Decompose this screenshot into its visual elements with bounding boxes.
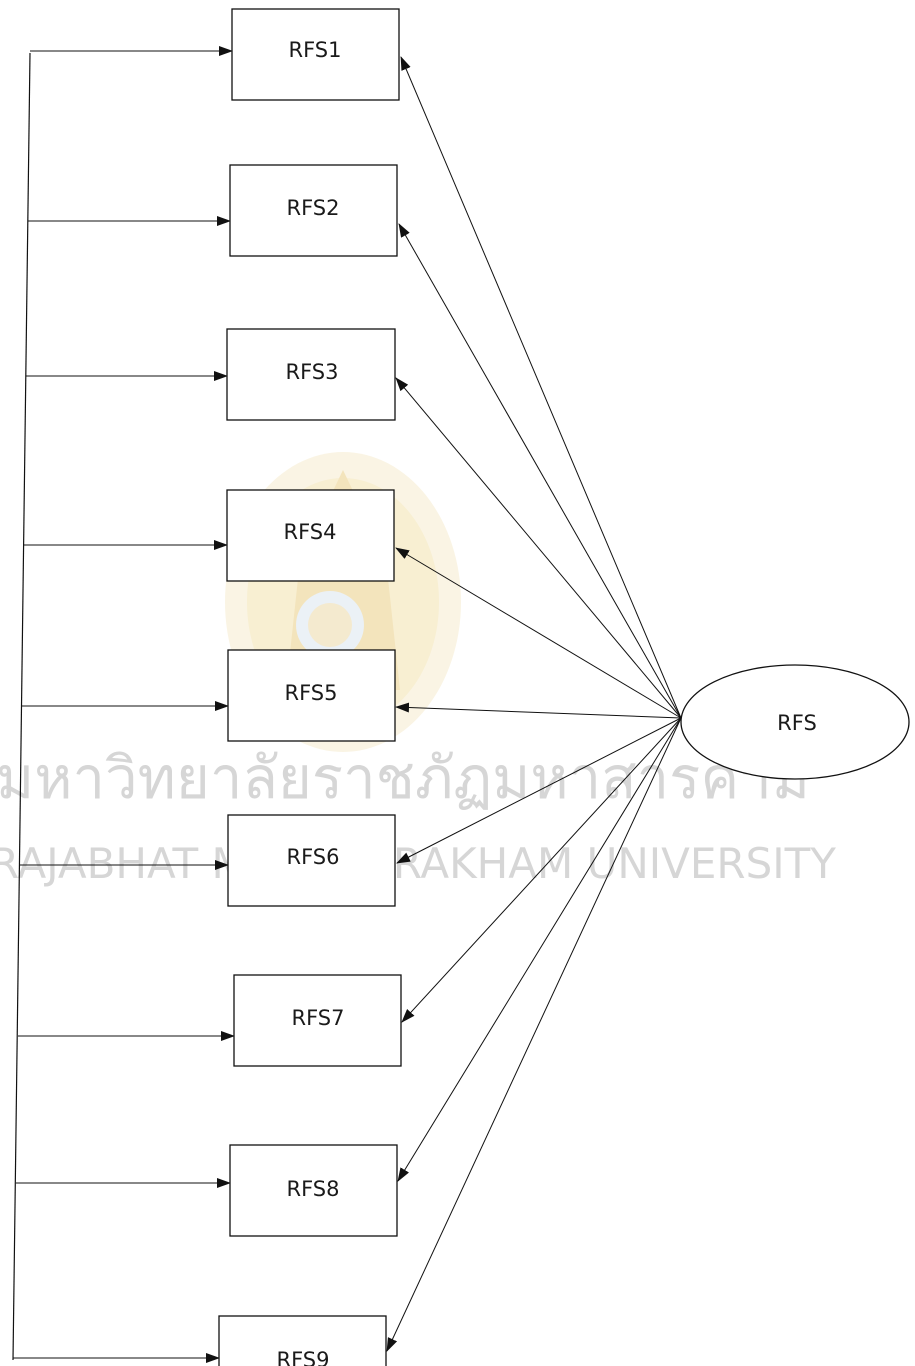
loading-arrow-rfs6: [396, 717, 682, 864]
error-bracket: [12, 52, 31, 1361]
indicator-label: RFS3: [286, 360, 339, 384]
latent-label: RFS: [777, 711, 817, 735]
loading-arrow-rfs7: [401, 717, 682, 1023]
indicator-rfs7: RFS7: [233, 974, 402, 1067]
indicator-label: RFS1: [289, 38, 342, 62]
loading-arrows: [386, 56, 682, 1352]
bracket-arrows: [13, 46, 235, 1363]
indicator-label: RFS2: [287, 196, 340, 220]
indicator-rfs2: RFS2: [229, 164, 398, 257]
loading-arrow-rfs2: [398, 223, 682, 719]
indicator-rfs4: RFS4: [226, 489, 395, 582]
loading-arrow-rfs1: [400, 56, 682, 719]
indicator-label: RFS7: [292, 1006, 345, 1030]
indicator-label: RFS9: [277, 1348, 330, 1366]
indicator-rfs6: RFS6: [227, 814, 396, 907]
indicator-rfs5: RFS5: [227, 649, 396, 742]
indicator-label: RFS6: [287, 845, 340, 869]
loading-arrow-rfs9: [386, 717, 682, 1352]
loading-arrow-rfs4: [395, 547, 682, 719]
loading-arrow-rfs5: [395, 702, 682, 719]
indicator-rfs3: RFS3: [226, 328, 396, 421]
loading-arrow-rfs3: [395, 377, 682, 719]
indicator-label: RFS8: [287, 1177, 340, 1201]
indicator-label: RFS5: [285, 681, 338, 705]
latent-rfs: RFS: [680, 664, 910, 780]
indicator-rfs9: RFS9: [218, 1315, 387, 1366]
watermark-thai-text: มหาวิทยาลัยราชภัฏมหาสารคาม: [0, 744, 810, 812]
indicator-rfs8: RFS8: [229, 1144, 398, 1237]
watermark-english-text: RAJABHAT MAHASARAKHAM UNIVERSITY: [0, 839, 836, 888]
loading-arrow-rfs8: [397, 717, 682, 1182]
indicator-label: RFS4: [284, 520, 337, 544]
indicator-rfs1: RFS1: [231, 8, 400, 101]
